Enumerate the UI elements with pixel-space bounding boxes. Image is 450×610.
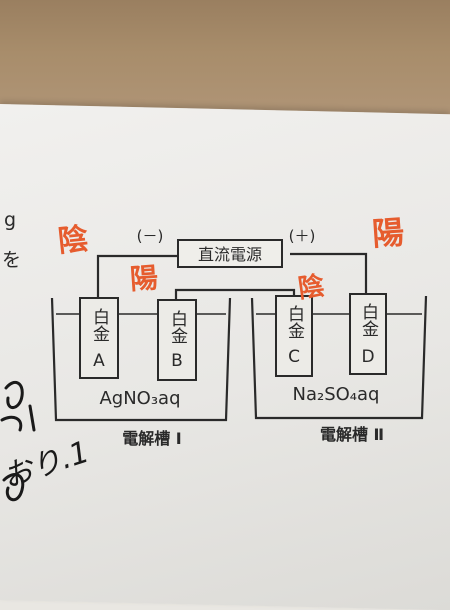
handwritten-cathode-a: 陰 [56,222,90,260]
electrode-b: 白金 B [157,299,197,381]
pen-scribbles [0,380,36,502]
fragment-text-wo: を [2,249,21,271]
electrolytic-cell-2: Na₂SO₄aq 電解槽 Ⅱ [250,295,428,444]
electrode-c-letter: C [288,347,300,367]
electrode-a-material: 白金 [89,308,110,342]
electrode-b-material: 白金 [167,310,188,344]
fragment-text-g: g [4,209,16,231]
cell-2-vessel [250,295,428,420]
electrolytic-cell-1: AgNO₃aq 電解槽 Ⅰ [50,297,232,448]
power-supply-label: 直流電源 [198,245,262,264]
cell-1-name: 電解槽 Ⅰ [122,429,182,448]
wooden-desk [0,0,450,118]
wire-plus-to-d [290,252,368,294]
electrode-c: 白金 C [275,295,313,377]
cell-2-solution: Na₂SO₄aq [293,384,380,405]
electrode-c-material: 白金 [284,305,305,339]
handwritten-margin-scribble: おり.1 [0,435,94,496]
cell-1-vessel [50,297,232,422]
cell-2-name: 電解槽 Ⅱ [320,425,384,444]
electrode-d: 白金 D [349,293,387,375]
electrode-d-letter: D [361,347,374,367]
electrode-a: 白金 A [79,297,119,379]
minus-terminal-label: (－) [137,227,164,245]
handwritten-cathode-c: 陰 [296,270,327,304]
wire-minus-to-a [96,254,178,300]
electrode-a-letter: A [93,351,105,371]
power-supply-box [177,239,283,268]
cell-1-solution: AgNO₃aq [99,388,180,409]
handwritten-anode-d: 陽 [371,213,406,253]
handwritten-anode-b: 陽 [129,261,159,296]
electrode-d-material: 白金 [358,303,379,337]
electrode-b-letter: B [171,351,183,371]
plus-terminal-label: (＋) [289,227,316,245]
wire-b-to-c [174,288,296,302]
circuit-wires [96,252,368,302]
